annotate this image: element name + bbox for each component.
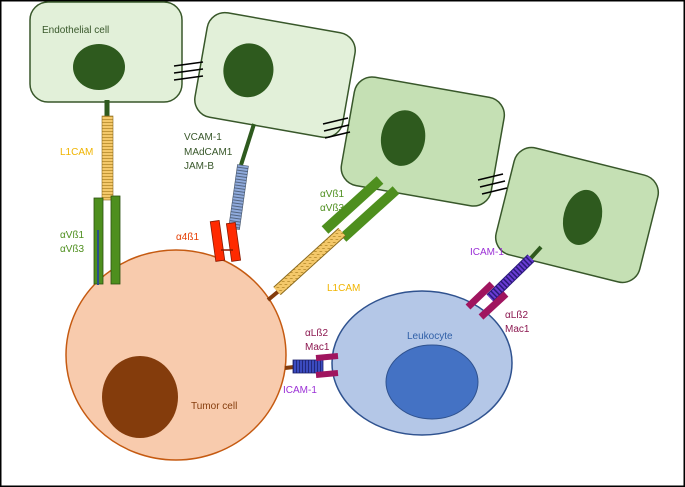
label-jam-b: JAM-B	[184, 161, 214, 172]
tumor-cell	[65, 249, 287, 461]
integrin-av-right	[321, 176, 400, 242]
tumor-nucleus	[102, 356, 178, 438]
label-integrin-av-left-1: αVß1	[60, 230, 85, 241]
label-vcam-1: VCAM-1	[184, 132, 222, 143]
endothelial-nucleus-3	[380, 110, 426, 166]
label-tumor-cell: Tumor cell	[191, 401, 237, 412]
label-integrin-av-right-2: αVß3	[320, 203, 345, 214]
label-integrin-av-right-1: αVß1	[320, 189, 345, 200]
label-leukocyte: Leukocyte	[407, 331, 453, 342]
endothelial-nucleus-1	[73, 44, 125, 90]
alphaL-beta2-right	[465, 281, 509, 320]
leukocyte-nucleus	[385, 344, 479, 420]
label-icam-bottom: ICAM-1	[283, 385, 317, 396]
label-integrin-av-left-2: αVß3	[60, 244, 85, 255]
integrin-av-left	[93, 195, 121, 285]
label-alpha4-beta1: α4ß1	[176, 232, 199, 243]
label-alphaL-left-2: Mac1	[305, 342, 330, 353]
tight-junction-1	[173, 61, 204, 81]
endothelial-nucleus-4	[562, 189, 603, 245]
tight-junction-2	[322, 117, 351, 139]
endothelial-cell-4	[494, 146, 660, 284]
icam-top-receptor	[486, 245, 543, 302]
label-icam-top: ICAM-1	[470, 247, 504, 258]
endothelial-nucleus-2	[223, 43, 274, 98]
label-alphaL-left-1: αLß2	[305, 328, 328, 339]
alpha4-beta1-integrin	[209, 220, 242, 262]
endothelial-cell-3	[340, 76, 506, 207]
icam-bottom-receptor	[284, 359, 324, 374]
l1cam-right-receptor	[266, 227, 346, 302]
endothelial-cell-1	[29, 1, 183, 103]
endothelial-cell-2	[194, 11, 356, 139]
label-l1cam-top: L1CAM	[60, 147, 93, 158]
label-alphaL-right-1: αLß2	[505, 310, 528, 321]
l1cam-top-receptor	[101, 100, 114, 201]
alphaL-beta2-left	[315, 353, 339, 378]
tight-junction-3	[477, 173, 508, 195]
leukocyte-cell	[331, 290, 513, 436]
label-endothelial-cell: Endothelial cell	[42, 25, 109, 36]
label-madcam1: MAdCAM1	[184, 147, 233, 158]
label-l1cam-right: L1CAM	[327, 283, 360, 294]
label-alphaL-right-2: Mac1	[505, 324, 530, 335]
